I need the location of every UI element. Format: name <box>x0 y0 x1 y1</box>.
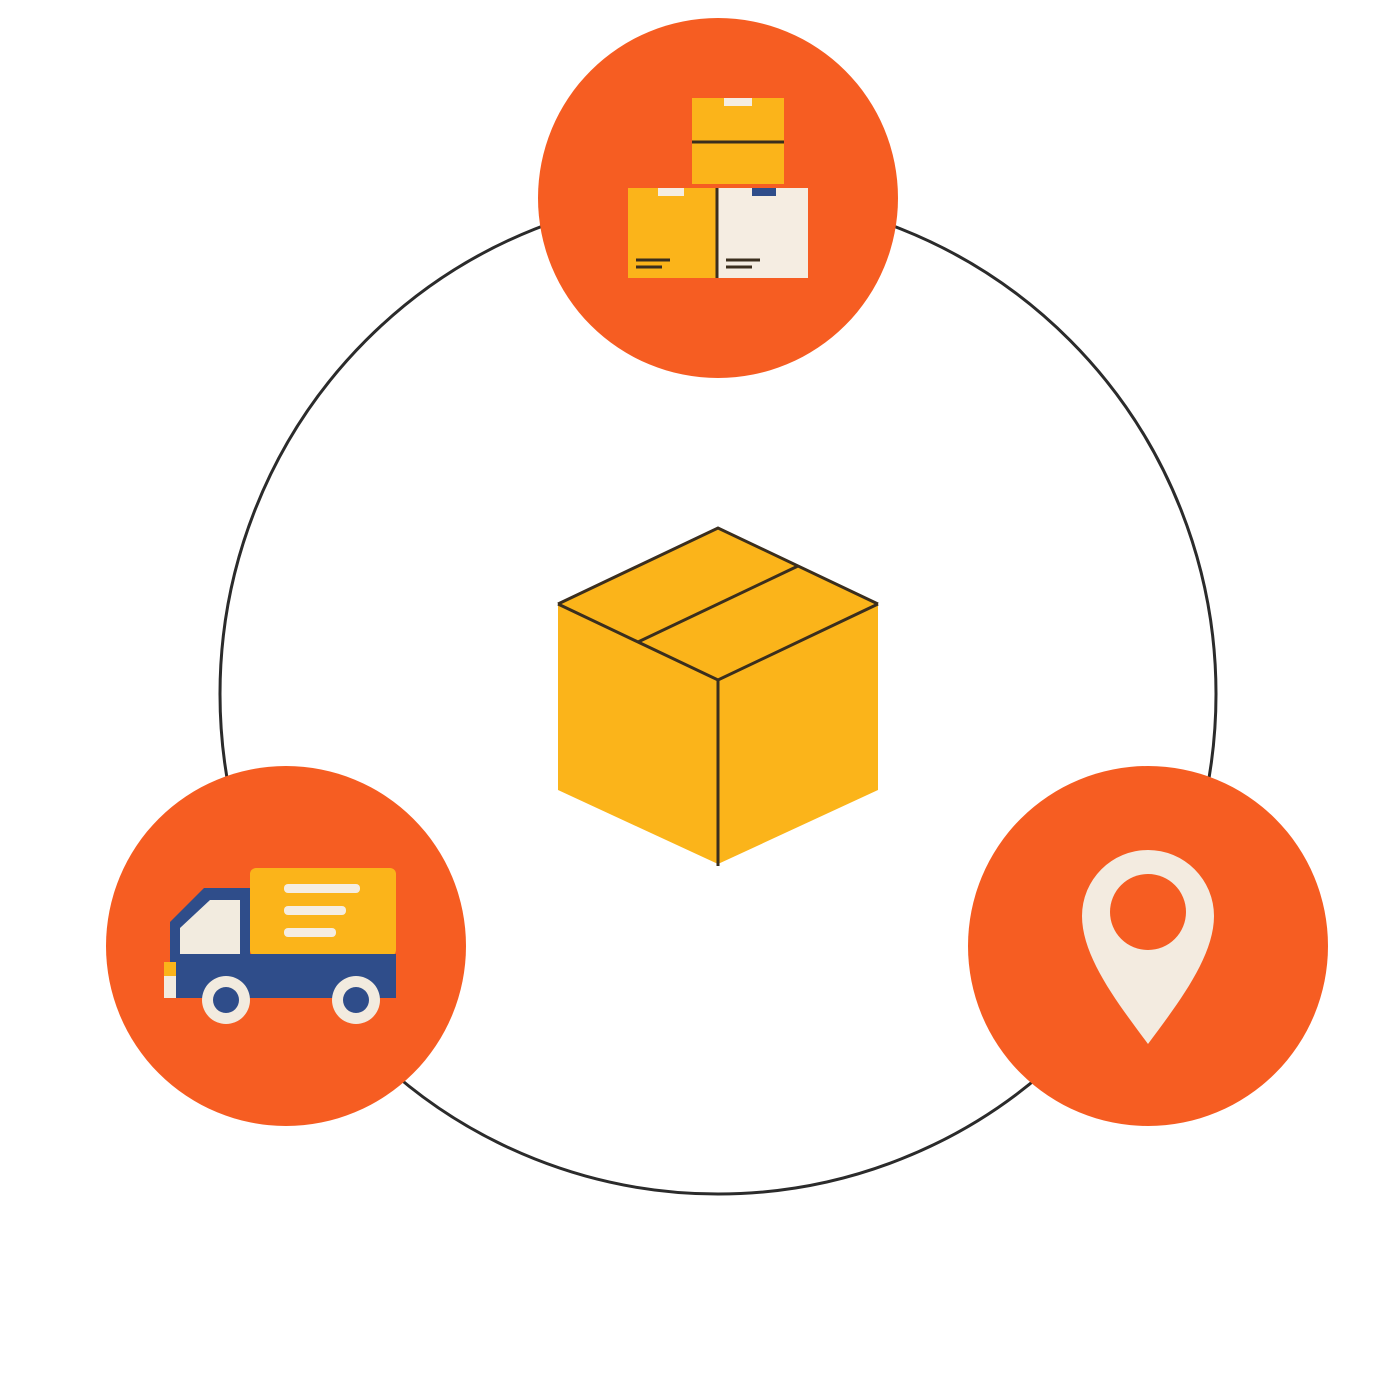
storage-node <box>538 18 898 378</box>
delivery-truck-icon <box>164 868 396 1024</box>
cardboard-box-icon <box>557 526 879 866</box>
transport-node <box>106 766 466 1126</box>
location-pin-icon <box>1082 850 1214 1044</box>
stacked-boxes-icon <box>628 98 808 278</box>
destination-node <box>968 766 1328 1126</box>
